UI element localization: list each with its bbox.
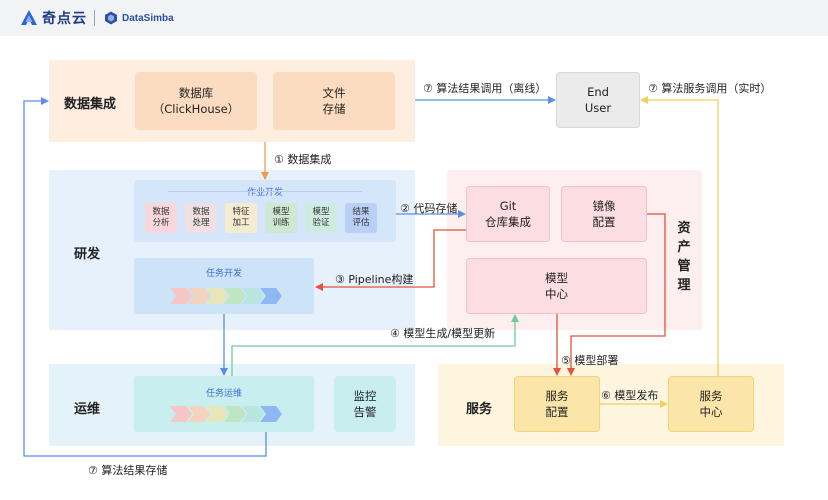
logo-divider xyxy=(94,10,95,26)
section-title-data-integration: 数据集成 xyxy=(64,97,117,112)
section-title-service: 服务 xyxy=(466,402,493,417)
edge-label-code-storage: ② 代码存储 xyxy=(400,202,458,215)
edge-label-model-update: ④ 模型生成/模型更新 xyxy=(390,327,496,340)
job-dev-divider xyxy=(168,191,362,192)
datasimba-logo-text: DataSimba xyxy=(122,12,174,24)
job-dev-tile[interactable]: 特征 加工 xyxy=(225,203,257,233)
section-title-rnd: 研发 xyxy=(74,247,101,262)
job-dev-tile[interactable]: 数据 分析 xyxy=(145,203,177,233)
datasimba-logo: DataSimba xyxy=(104,8,174,28)
node-model-center[interactable]: 模型 中心 xyxy=(466,258,647,314)
node-database[interactable]: 数据库 （ClickHouse） xyxy=(135,72,257,130)
node-end-user[interactable]: End User xyxy=(556,72,640,128)
top-bar: 奇点云 DataSimba xyxy=(0,0,828,36)
datasimba-logo-icon xyxy=(104,11,118,25)
node-file-storage[interactable]: 文件 存储 xyxy=(273,72,395,130)
section-title-assets: 资产 管理 xyxy=(677,221,691,293)
task-ops-area xyxy=(134,376,314,432)
node-service-config[interactable]: 服务 配置 xyxy=(514,376,600,432)
edge-label-data-integration: ① 数据集成 xyxy=(274,153,332,166)
node-monitor-alert[interactable]: 监控 告警 xyxy=(334,376,396,432)
edge-label-realtime-call: ⑦ 算法服务调用（实时） xyxy=(648,82,772,95)
edge-label-pipeline-build: ③ Pipeline构建 xyxy=(335,273,414,286)
job-dev-tile[interactable]: 结果 评估 xyxy=(345,203,377,233)
node-git-repo[interactable]: Git 仓库集成 xyxy=(466,186,550,242)
section-title-ops: 运维 xyxy=(74,402,101,417)
job-dev-tile[interactable]: 模型 训练 xyxy=(265,203,297,233)
job-dev-tile[interactable]: 模型 验证 xyxy=(305,203,337,233)
node-mirror-config[interactable]: 镜像 配置 xyxy=(561,186,647,242)
edge-label-model-publish: ⑥ 模型发布 xyxy=(601,389,659,402)
job-dev-tile[interactable]: 数据 处理 xyxy=(185,203,217,233)
qidianyun-logo: 奇点云 xyxy=(20,7,87,29)
edge-label-result-storage: ⑦ 算法结果存储 xyxy=(88,464,168,477)
edge-label-offline-call: ⑦ 算法结果调用（离线） xyxy=(423,82,547,95)
qidianyun-logo-text: 奇点云 xyxy=(42,11,87,27)
qidianyun-logo-icon xyxy=(20,9,38,27)
task-dev-label: 任务开发 xyxy=(205,269,242,279)
node-service-center[interactable]: 服务 中心 xyxy=(668,376,754,432)
edge-label-model-deploy: ⑤ 模型部署 xyxy=(561,354,619,367)
task-ops-label: 任务运维 xyxy=(205,389,242,399)
